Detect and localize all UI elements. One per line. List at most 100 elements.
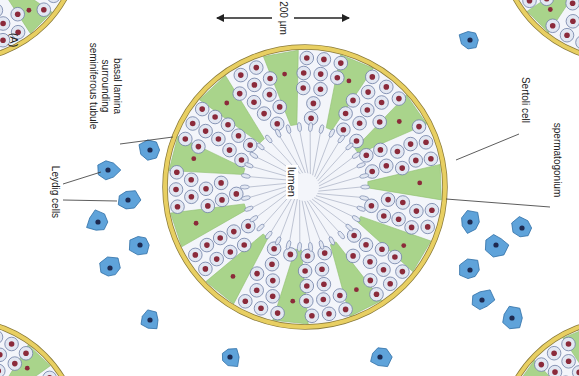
germ-nucleus [396,216,402,222]
basal-lamina [0,0,80,60]
seminiferous-tubule [500,0,579,60]
germ-cell [364,274,378,288]
germ-cell [361,85,375,99]
leydig-cell [512,217,532,237]
sperm-tail [314,198,352,217]
germ-cell [361,103,375,117]
germ-nucleus [271,246,277,252]
spermatid [345,142,354,151]
germ-nucleus [527,0,533,4]
germ-nucleus [237,91,243,97]
germ-nucleus [308,116,314,122]
germ-nucleus [384,163,390,169]
germ-nucleus [302,268,308,274]
germ-cell [223,143,237,157]
germ-cell [375,243,389,257]
germ-cell [560,28,574,42]
germ-cell [363,255,377,269]
sertoli-nucleus [282,72,287,77]
basal-lamina [500,0,579,60]
germ-nucleus [0,352,3,358]
germ-cell [383,277,397,291]
germ-nucleus [270,294,276,300]
basal-lamina [500,0,579,60]
sperm-tail [319,158,353,184]
germ-nucleus [343,307,349,313]
germ-nucleus [214,256,220,262]
leydig-cell [129,237,149,255]
germ-cell [546,19,560,33]
germ-cell [296,81,310,95]
germ-cell [380,80,394,94]
germ-cell [195,102,209,116]
germ-cell [314,82,328,96]
germ-cell [257,107,271,121]
germ-cell [562,355,576,369]
germ-cell [8,357,22,371]
germ-cell [353,116,367,130]
germ-nucleus [236,133,242,139]
germ-nucleus [416,124,422,130]
germ-nucleus [341,127,347,133]
germ-nucleus [350,253,356,259]
germ-nucleus [234,191,240,197]
germ-nucleus [367,259,373,265]
germ-cell [254,302,268,316]
germ-nucleus [205,203,211,209]
germ-cell [315,263,329,277]
spermatid [361,185,370,189]
germ-nucleus [357,120,363,126]
germ-nucleus [408,141,414,147]
sertoli-nucleus [191,156,196,161]
germ-cell [300,51,314,65]
germ-cell [334,56,348,70]
leydig-cell [98,161,121,180]
germ-nucleus [319,267,325,273]
germ-cell [317,277,331,291]
germ-cell [547,346,561,360]
germ-nucleus [409,225,415,231]
germ-nucleus [183,136,189,142]
germ-nucleus [343,111,349,117]
germ-cell [169,183,183,197]
spermatid [345,223,354,232]
germ-nucleus [216,136,222,142]
spermatid [318,240,324,250]
spermatid [240,185,249,189]
germ-cell [284,248,298,262]
germ-cell [210,252,224,266]
spermatid [285,240,291,250]
germ-cell [249,61,263,75]
spermatid [356,205,366,212]
leydig-cell [141,310,158,329]
germ-nucleus [321,297,327,303]
sertoli-nucleus [347,79,352,84]
germ-cell [562,337,576,351]
sperm-tail [313,133,321,175]
seminiferous-tubule [0,320,80,376]
germ-nucleus [429,207,435,213]
sertoli-nucleus [354,287,359,292]
basal-lamina [165,47,445,327]
sperm-tail [310,200,339,232]
panel-label: (A) [8,33,20,48]
spermatid [249,215,259,223]
germ-nucleus [428,156,434,162]
sertoli-nucleus [27,8,32,13]
germ-nucleus [335,75,341,81]
spermatid [249,151,259,159]
sperm-tail [318,149,347,181]
leydig-cell [371,348,393,367]
germ-nucleus [381,213,387,219]
germ-nucleus [318,86,324,92]
germ-cell [199,124,213,138]
germ-cell [396,196,410,210]
germ-cell [221,118,235,132]
germ-nucleus [321,57,327,63]
germ-nucleus [350,98,356,104]
germ-cell [212,132,226,146]
germ-nucleus [47,375,53,376]
germ-cell [409,154,423,168]
spermatid [297,122,302,131]
